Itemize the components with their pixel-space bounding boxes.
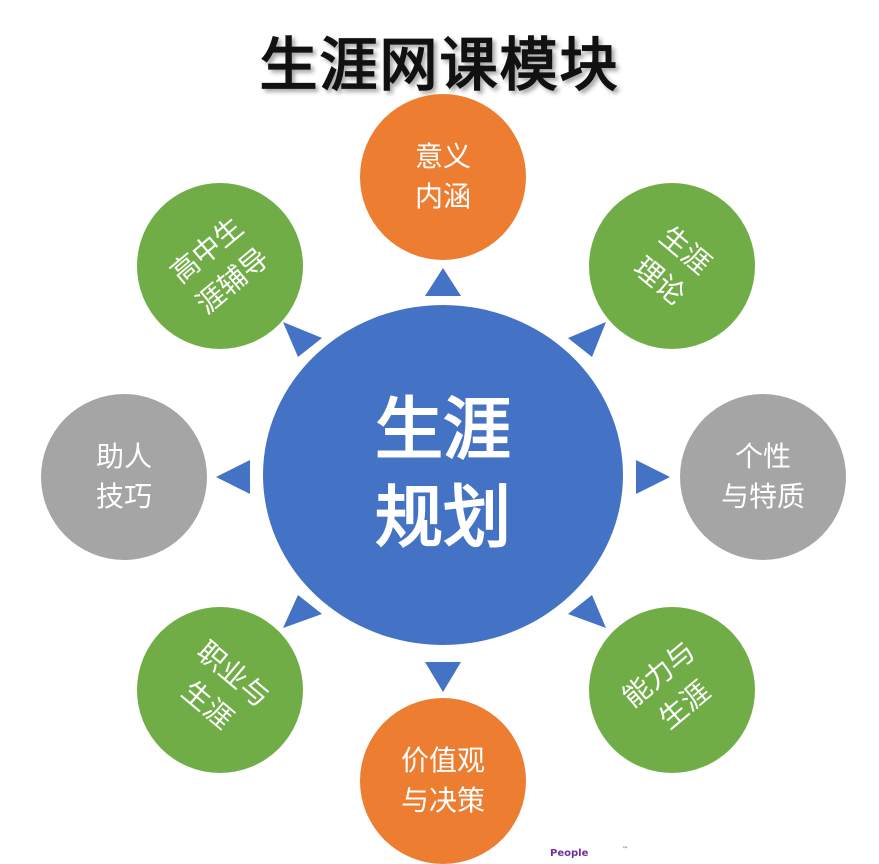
arrow-up-left xyxy=(283,322,322,357)
arrow-up xyxy=(425,268,461,296)
arrow-down xyxy=(425,662,461,692)
arrow-up-right xyxy=(568,322,606,357)
arrow-right xyxy=(636,460,670,494)
node-top-right: 生涯 理论 xyxy=(589,183,755,349)
page-title: 生涯网课模块 xyxy=(259,31,620,99)
node-top-line-1: 意义 xyxy=(414,140,471,173)
node-left: 助人 技巧 xyxy=(41,394,207,560)
node-right-line-1: 个性 xyxy=(734,440,791,473)
center-line-1: 生涯 xyxy=(374,391,511,470)
node-left-line-1: 助人 xyxy=(95,440,152,473)
center-line-2: 规划 xyxy=(374,479,511,558)
node-bottom-line-1: 价值观 xyxy=(400,744,485,777)
watermark-text: People xyxy=(550,848,589,859)
trademark-mark: ™ xyxy=(622,846,628,853)
node-bottom-line-2: 与决策 xyxy=(400,784,485,817)
node-right-line-2: 与特质 xyxy=(720,480,805,513)
node-bottom-right: 能力与 生涯 xyxy=(589,607,755,773)
node-bottom-left: 职业与 生涯 xyxy=(137,607,303,773)
arrow-left xyxy=(216,460,250,494)
node-top-line-2: 内涵 xyxy=(414,180,471,213)
node-left-line-2: 技巧 xyxy=(95,480,152,513)
node-top: 意义 内涵 xyxy=(360,94,526,260)
center-circle: 生涯 规划 xyxy=(263,305,623,645)
arrow-down-right xyxy=(568,595,606,628)
node-top-left: 高中生 涯辅导 xyxy=(137,183,303,349)
arrow-down-left xyxy=(283,595,322,628)
node-bottom: 价值观 与决策 xyxy=(360,698,526,864)
node-right: 个性 与特质 xyxy=(680,394,846,560)
